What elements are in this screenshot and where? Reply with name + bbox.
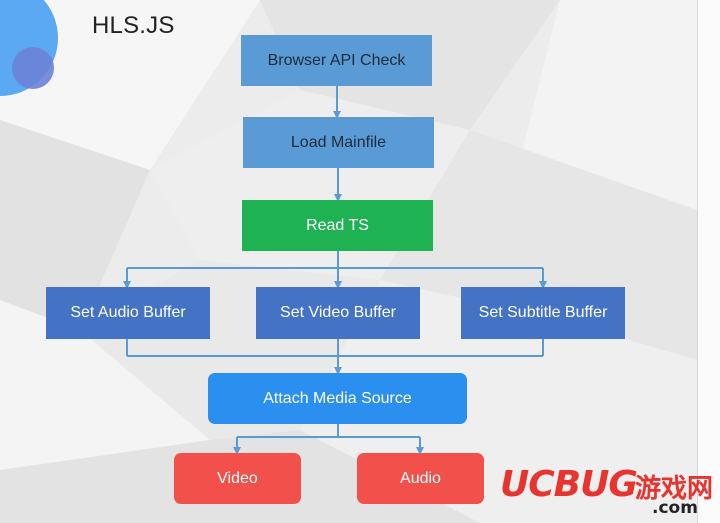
watermark-brand: UCBUG [500, 464, 638, 505]
watermark-chinese: 游戏网 [635, 474, 714, 504]
node-video: Video [174, 453, 301, 504]
right-edge-panel [697, 0, 720, 523]
node-browser-api-check: Browser API Check [241, 35, 432, 86]
decorative-purple-circle [12, 47, 54, 89]
node-load-mainfile: Load Mainfile [243, 117, 434, 168]
node-set-audio-buffer: Set Audio Buffer [46, 287, 210, 339]
node-attach-media-source: Attach Media Source [208, 373, 467, 424]
node-set-subtitle-buffer: Set Subtitle Buffer [461, 287, 625, 339]
slide-title: HLS.JS [92, 12, 175, 39]
site-watermark: UCBUG 游戏网 .com [500, 462, 715, 520]
watermark-domain: .com [652, 498, 698, 518]
node-set-video-buffer: Set Video Buffer [256, 287, 420, 339]
node-audio: Audio [357, 453, 484, 504]
node-read-ts: Read TS [242, 200, 433, 251]
